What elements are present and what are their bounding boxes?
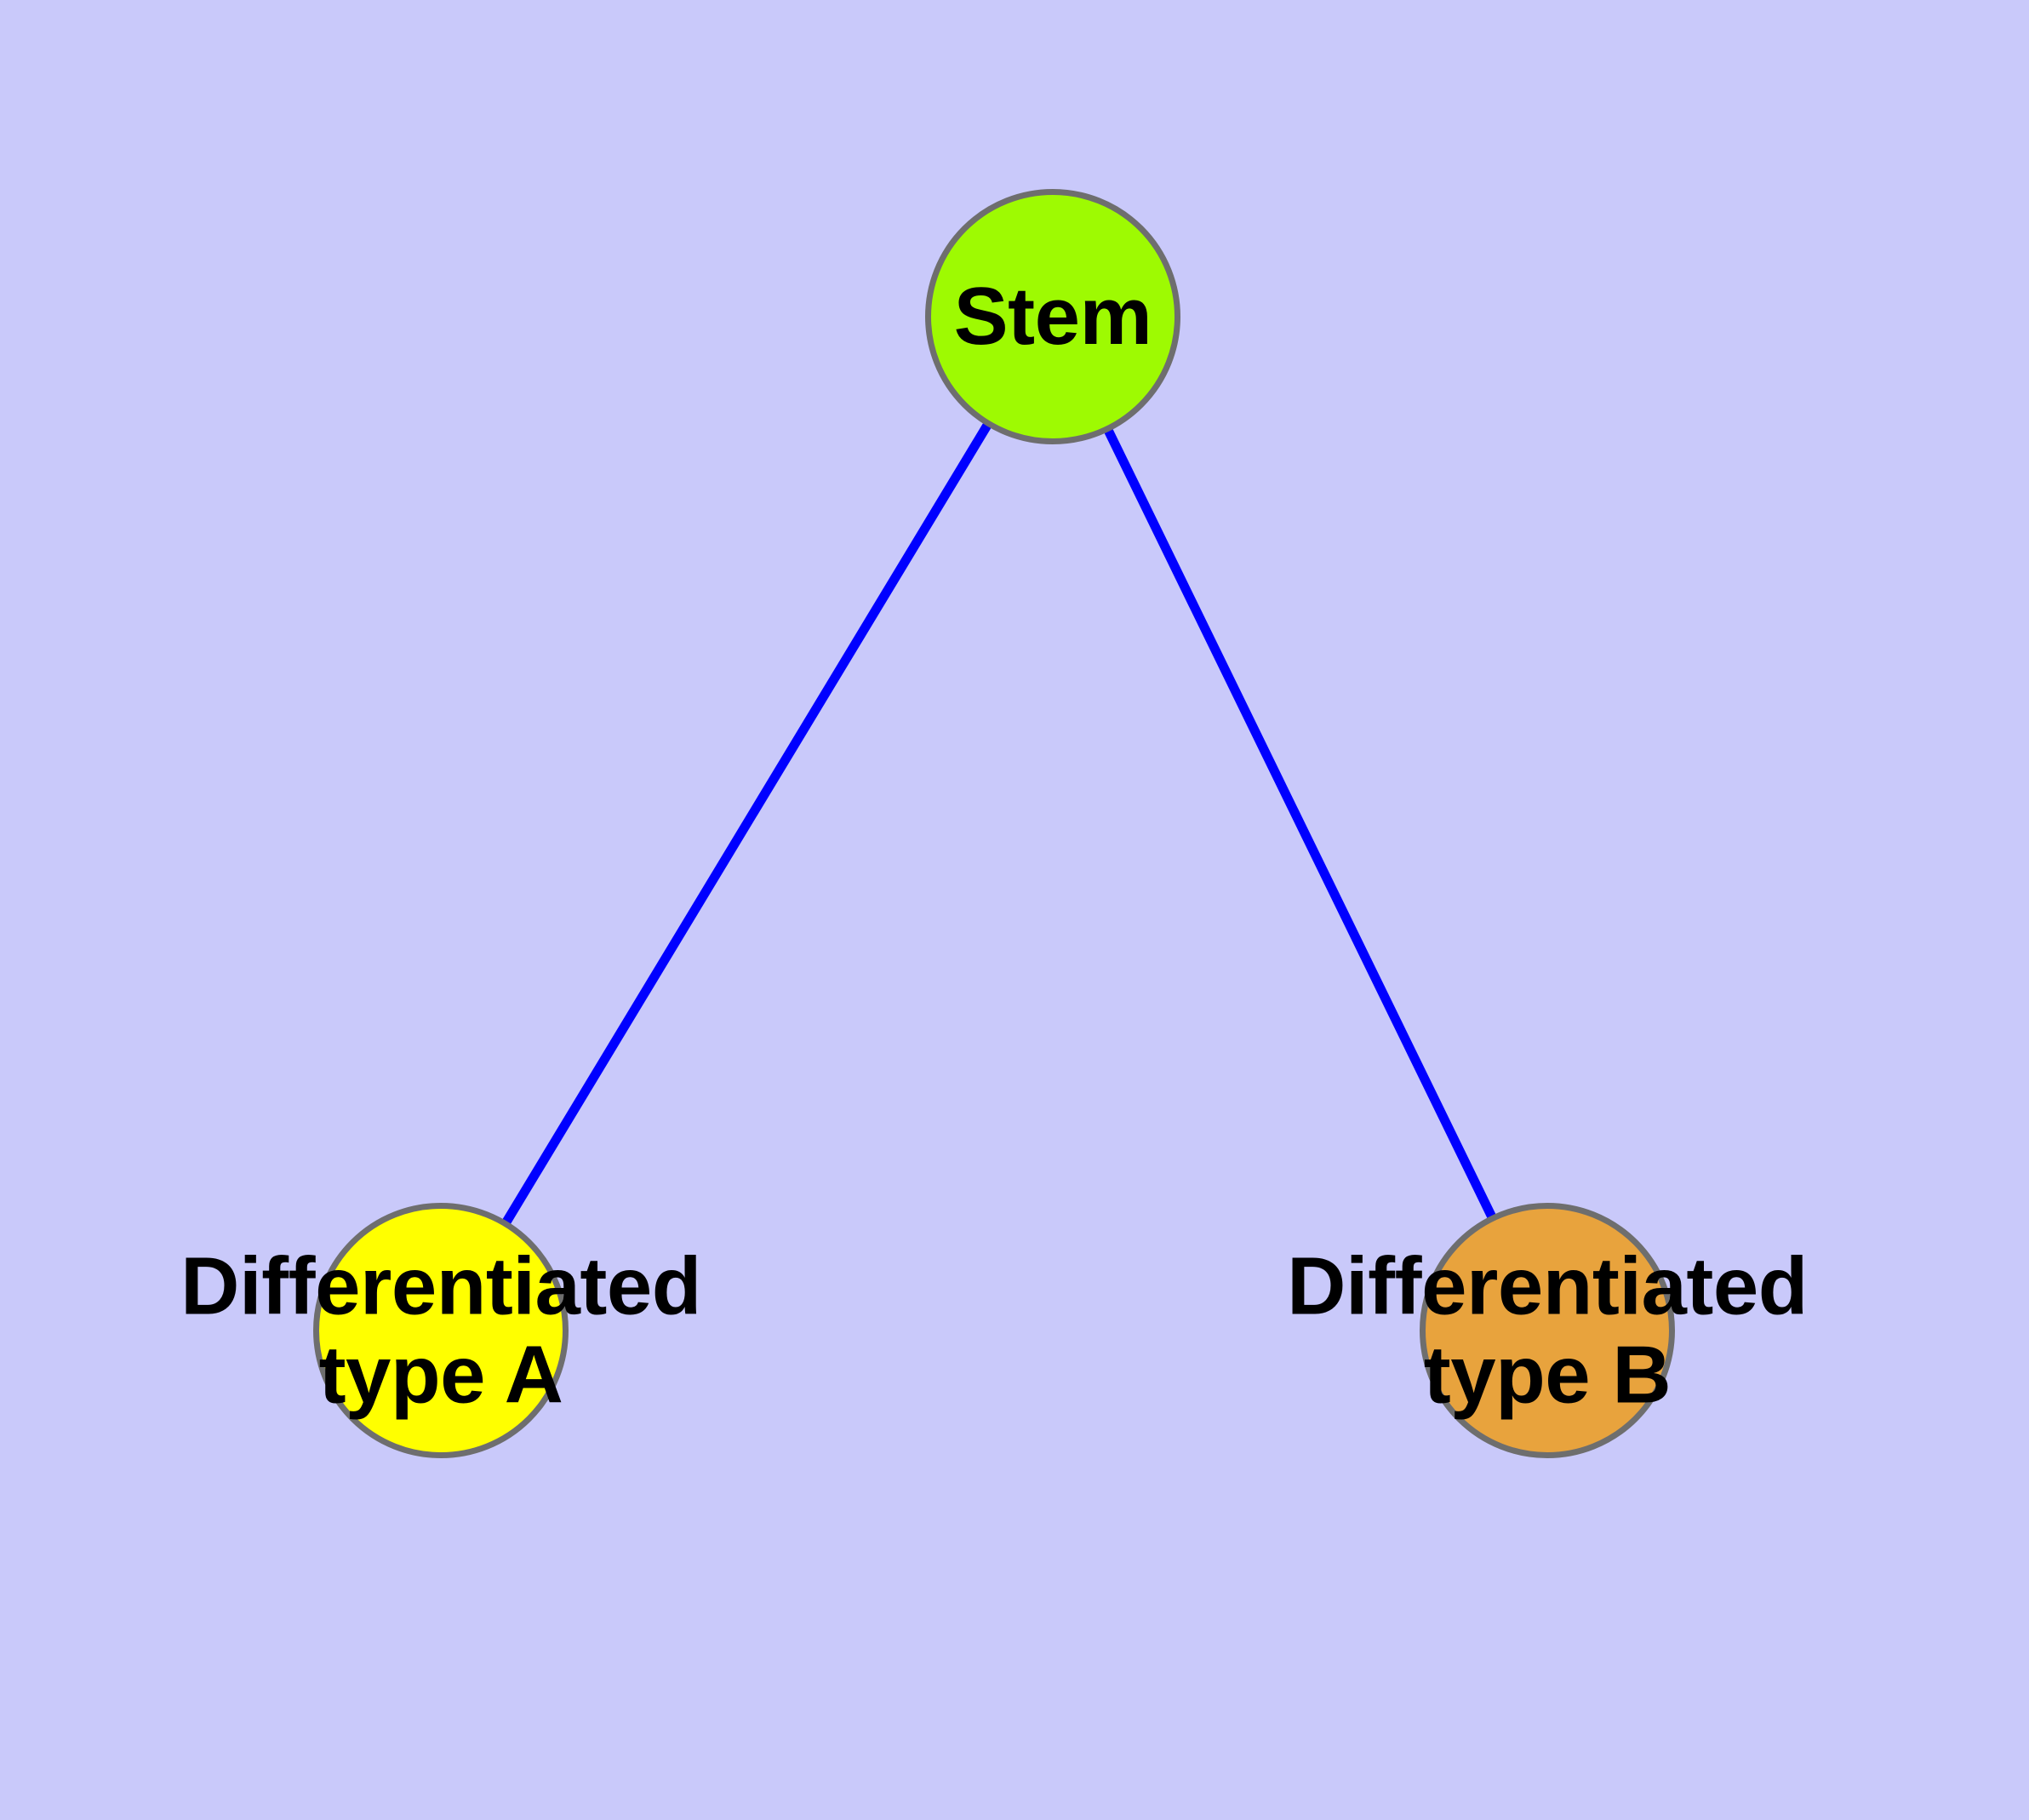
- edge-stem-to-diff-b: [1103, 426, 1497, 1222]
- node-stem[interactable]: [925, 189, 1180, 444]
- edge-stem-to-diff-a: [500, 421, 993, 1227]
- node-differentiated-type-a[interactable]: [313, 1203, 569, 1458]
- node-differentiated-type-b[interactable]: [1420, 1203, 1675, 1458]
